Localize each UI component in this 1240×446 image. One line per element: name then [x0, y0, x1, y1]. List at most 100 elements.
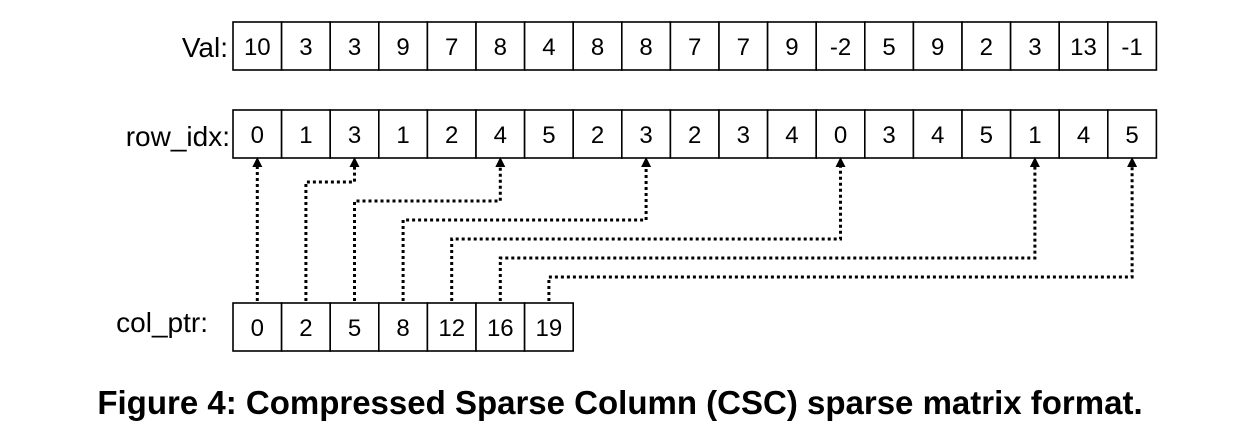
val-cell: 7: [669, 21, 720, 71]
val-cell-value: 13: [1070, 34, 1097, 61]
val-cell: 8: [572, 21, 623, 71]
val-cell: 9: [766, 21, 817, 71]
row-idx-cell: 2: [426, 109, 477, 159]
val-cell: -1: [1107, 21, 1158, 71]
val-cell-value: 7: [445, 34, 458, 61]
val-cell-value: 2: [980, 34, 993, 61]
col-ptr-cell-value: 8: [396, 315, 409, 342]
row-idx-cell: 0: [815, 109, 866, 159]
val-cell: 4: [523, 21, 574, 71]
val-cell: 8: [475, 21, 526, 71]
row-idx-cell: 3: [718, 109, 769, 159]
row-idx-cell-value: 4: [494, 122, 507, 149]
val-cell-value: -2: [830, 34, 851, 61]
row-idx-cell: 1: [377, 109, 429, 159]
row-idx-cell: 0: [232, 109, 283, 159]
row-idx-cell-value: 4: [931, 122, 944, 149]
row-idx-cell-value: 5: [980, 122, 993, 149]
row-idx-cell: 4: [475, 109, 526, 159]
val-cell: -2: [815, 21, 866, 71]
val-cell: 3: [280, 21, 332, 71]
val-cell: 13: [1058, 21, 1109, 71]
col-ptr-cell-value: 5: [348, 315, 361, 342]
row-idx-cell: 3: [329, 109, 380, 159]
row-idx-cell-value: 3: [639, 122, 652, 149]
val-cell-value: 5: [882, 34, 895, 61]
val-cell-value: 7: [688, 34, 701, 61]
row-idx-cell-value: 0: [834, 122, 847, 149]
col-ptr-cell: 16: [475, 302, 526, 352]
row-idx-cell: 4: [912, 109, 963, 159]
col-ptr-cell-value: 0: [251, 315, 264, 342]
val-cell: 9: [377, 21, 429, 71]
col-ptr-label: col_ptr:: [116, 307, 208, 338]
col-ptr-cell: 0: [232, 302, 283, 352]
row-idx-cell-value: 1: [1028, 122, 1041, 149]
val-cell: 8: [620, 21, 672, 71]
col-ptr-cell-value: 12: [438, 315, 465, 342]
col-ptr-arrow: [450, 157, 846, 301]
val-cell-value: 7: [737, 34, 750, 61]
col-ptr-pointer-arrows: [252, 157, 1138, 301]
col-ptr-cell-value: 16: [487, 315, 514, 342]
val-cell: 7: [426, 21, 477, 71]
col-ptr-cell: 8: [377, 302, 429, 352]
col-ptr-cell: 2: [280, 302, 332, 352]
col-ptr-arrow: [498, 157, 1040, 301]
val-cell: 5: [863, 21, 915, 71]
row-idx-cell-value: 3: [882, 122, 895, 149]
val-label: Val:: [182, 32, 228, 63]
val-cell: 7: [718, 21, 769, 71]
val-cell-value: 9: [785, 34, 798, 61]
row-idx-cell: 3: [620, 109, 672, 159]
col-ptr-arrow: [401, 157, 652, 301]
val-cell-value: 4: [542, 34, 555, 61]
val-cell-value: 9: [931, 34, 944, 61]
row-idx-cell-value: 1: [396, 122, 409, 149]
col-ptr-arrow: [353, 157, 506, 301]
row-idx-cell: 5: [523, 109, 574, 159]
val-cell-value: 9: [396, 34, 409, 61]
row-idx-cell: 3: [863, 109, 915, 159]
col-ptr-cell: 12: [426, 302, 477, 352]
row-idx-cell-value: 1: [299, 122, 312, 149]
row-idx-cell-value: 5: [1125, 122, 1138, 149]
val-cell-value: 8: [639, 34, 652, 61]
val-cell: 10: [232, 21, 283, 71]
val-array: 10 3 3 9 7 8 4 8 8 7 7 9 -2 5 9 2 3 13 -1: [232, 21, 1158, 71]
val-cell: 2: [961, 21, 1012, 71]
col-ptr-cell: 19: [523, 302, 574, 352]
val-cell-value: 3: [1028, 34, 1041, 61]
row-idx-cell-value: 5: [542, 122, 555, 149]
row-idx-cell: 2: [669, 109, 720, 159]
val-cell-value: 8: [494, 34, 507, 61]
row-idx-cell: 5: [1107, 109, 1158, 159]
row-idx-cell: 4: [766, 109, 817, 159]
row-idx-cell: 1: [1009, 109, 1060, 159]
val-cell-value: 3: [348, 34, 361, 61]
row-idx-cell: 4: [1058, 109, 1109, 159]
val-cell-value: -1: [1121, 34, 1142, 61]
col-ptr-arrow: [304, 157, 360, 301]
val-cell: 9: [912, 21, 963, 71]
row-idx-cell-value: 0: [251, 122, 264, 149]
val-cell-value: 8: [591, 34, 604, 61]
row-idx-cell: 1: [280, 109, 332, 159]
val-cell-value: 3: [299, 34, 312, 61]
row-idx-cell: 5: [961, 109, 1012, 159]
row-idx-cell-value: 4: [1077, 122, 1090, 149]
row-idx-cell-value: 2: [591, 122, 604, 149]
col-ptr-arrow: [547, 157, 1138, 301]
val-cell-value: 10: [244, 34, 271, 61]
col-ptr-cell: 5: [329, 302, 380, 352]
col-ptr-cell-value: 19: [536, 315, 563, 342]
val-cell: 3: [329, 21, 380, 71]
row-idx-cell-value: 3: [737, 122, 750, 149]
row-idx-cell-value: 2: [688, 122, 701, 149]
figure-caption: Figure 4: Compressed Sparse Column (CSC)…: [97, 384, 1143, 421]
row-idx-cell-value: 2: [445, 122, 458, 149]
row-idx-cell: 2: [572, 109, 623, 159]
